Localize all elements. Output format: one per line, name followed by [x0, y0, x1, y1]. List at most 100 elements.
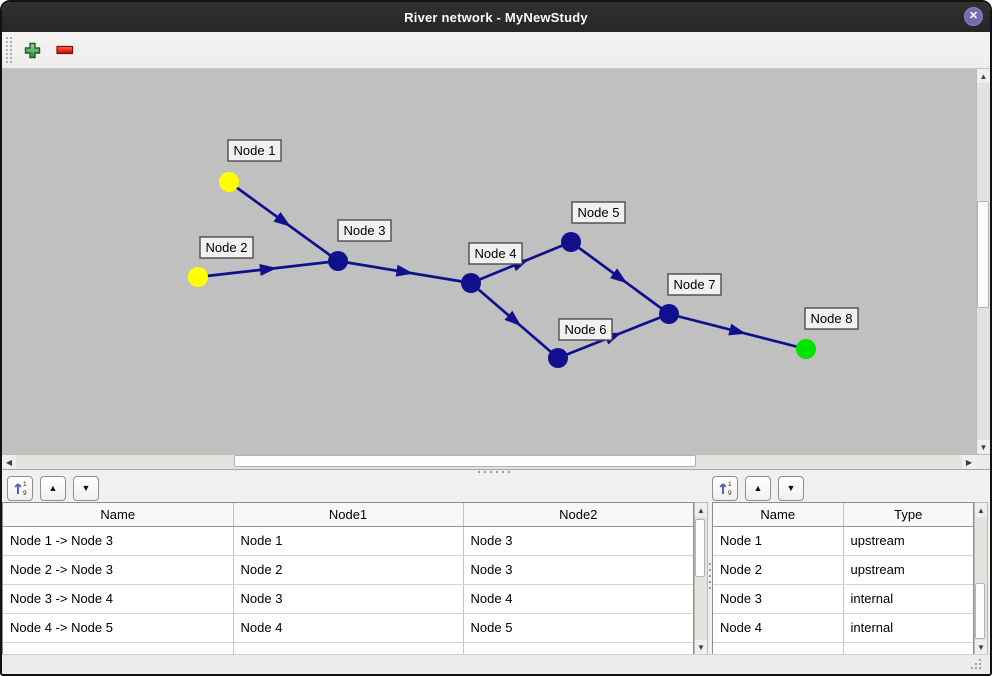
column-header[interactable]: Node1 — [233, 503, 464, 527]
node-node-1[interactable] — [219, 172, 239, 192]
edge-arrow-icon — [504, 310, 522, 327]
node-label: Node 2 — [206, 240, 248, 255]
canvas-vertical-scrollbar[interactable]: ▲ ▼ — [976, 69, 990, 454]
window-title: River network - MyNewStudy — [404, 9, 588, 25]
column-header[interactable]: Name — [3, 503, 234, 527]
table-cell[interactable]: Node 3 — [233, 584, 464, 614]
close-icon: ✕ — [968, 10, 979, 22]
scroll-down-icon[interactable]: ▼ — [977, 440, 990, 454]
table-cell[interactable]: Node 2 -> Node 3 — [3, 555, 234, 585]
table-row-empty — [3, 642, 693, 654]
remove-node-button[interactable] — [53, 38, 77, 62]
table-row-empty — [713, 642, 973, 654]
canvas-vscroll-track[interactable] — [977, 83, 990, 440]
branches-sort-button[interactable]: 1 9 — [7, 475, 33, 501]
table-cell[interactable]: internal — [843, 613, 973, 643]
node-label-box — [804, 307, 859, 330]
canvas-tables-splitter[interactable] — [2, 469, 990, 474]
table-cell[interactable]: Node 2 — [713, 555, 844, 585]
nodes-move-down-button[interactable]: ▼ — [778, 475, 804, 501]
canvas-vscroll-thumb[interactable] — [977, 201, 989, 308]
status-bar — [2, 654, 990, 674]
node-node-2[interactable] — [188, 267, 208, 287]
node-node-7[interactable] — [659, 304, 679, 324]
branches-scroll-track[interactable] — [695, 517, 707, 640]
column-header[interactable]: Node2 — [463, 503, 693, 527]
scroll-up-icon[interactable]: ▲ — [975, 503, 987, 517]
tables-vertical-splitter[interactable] — [708, 502, 712, 654]
table-cell[interactable]: Node 1 — [713, 526, 844, 556]
node-label-box — [199, 236, 254, 259]
nodes-scroll-thumb[interactable] — [975, 583, 985, 639]
close-button[interactable]: ✕ — [964, 7, 983, 26]
nodes-move-up-button[interactable]: ▲ — [745, 475, 771, 501]
column-header[interactable]: Type — [843, 503, 973, 527]
node-node-5[interactable] — [561, 232, 581, 252]
canvas-hscroll-track[interactable] — [16, 455, 962, 469]
node-label: Node 4 — [475, 246, 517, 261]
table-cell[interactable]: Node 3 — [713, 584, 844, 614]
table-cell[interactable]: Node 3 — [463, 555, 693, 585]
table-cell[interactable]: Node 1 — [233, 526, 464, 556]
toolbar-drag-handle[interactable] — [6, 37, 12, 63]
node-label: Node 5 — [578, 205, 620, 220]
canvas-hscroll-thumb[interactable] — [234, 455, 696, 467]
branches-move-up-button[interactable]: ▲ — [40, 475, 66, 501]
table-cell[interactable]: Node 2 — [233, 555, 464, 585]
scroll-up-icon[interactable]: ▲ — [695, 503, 707, 517]
node-node-4[interactable] — [461, 273, 481, 293]
scroll-up-icon[interactable]: ▲ — [977, 69, 990, 83]
table-cell[interactable]: Node 4 -> Node 5 — [3, 613, 234, 643]
node-node-3[interactable] — [328, 251, 348, 271]
table-cell[interactable]: Node 1 -> Node 3 — [3, 526, 234, 556]
table-cell[interactable]: upstream — [843, 555, 973, 585]
scroll-down-icon[interactable]: ▼ — [695, 640, 707, 654]
edge-arrow-icon — [273, 211, 291, 227]
table-cell[interactable]: Node 4 — [463, 584, 693, 614]
node-node-6[interactable] — [548, 348, 568, 368]
table-cell[interactable]: Node 3 -> Node 4 — [3, 584, 234, 614]
table-cell[interactable]: Node 5 — [463, 613, 693, 643]
add-node-button[interactable] — [20, 38, 44, 62]
branches-scroll-thumb[interactable] — [695, 519, 705, 577]
sort-ascending-icon: 1 9 — [718, 481, 732, 496]
scroll-left-icon[interactable]: ◀ — [2, 455, 16, 469]
nodes-scroll-track[interactable] — [975, 517, 987, 640]
branches-move-down-button[interactable]: ▼ — [73, 475, 99, 501]
canvas-horizontal-scrollbar[interactable]: ◀ ▶ — [2, 454, 990, 469]
branches-table-scrollbar[interactable]: ▲ ▼ — [694, 502, 708, 654]
table-cell[interactable]: upstream — [843, 526, 973, 556]
scroll-down-icon[interactable]: ▼ — [975, 640, 987, 654]
tables-toolbar: 1 9 ▲ ▼ 1 9 ▲ ▼ — [2, 474, 990, 502]
edge-arrow-icon — [259, 263, 277, 276]
table-cell[interactable]: internal — [843, 584, 973, 614]
table-cell[interactable]: Node 4 — [233, 613, 464, 643]
minus-icon — [56, 45, 74, 55]
edge-arrow-icon — [395, 264, 414, 277]
resize-grip-icon[interactable] — [970, 658, 982, 670]
node-node-8[interactable] — [796, 339, 816, 359]
up-arrow-icon: ▲ — [753, 483, 763, 493]
table-cell[interactable]: Node 4 — [713, 613, 844, 643]
table-cell[interactable]: Node 3 — [463, 526, 693, 556]
nodes-sort-button[interactable]: 1 9 — [712, 475, 738, 501]
nodes-table-scrollbar[interactable]: ▲ ▼ — [974, 502, 988, 654]
scroll-right-icon[interactable]: ▶ — [962, 455, 976, 469]
column-header[interactable]: Name — [713, 503, 844, 527]
